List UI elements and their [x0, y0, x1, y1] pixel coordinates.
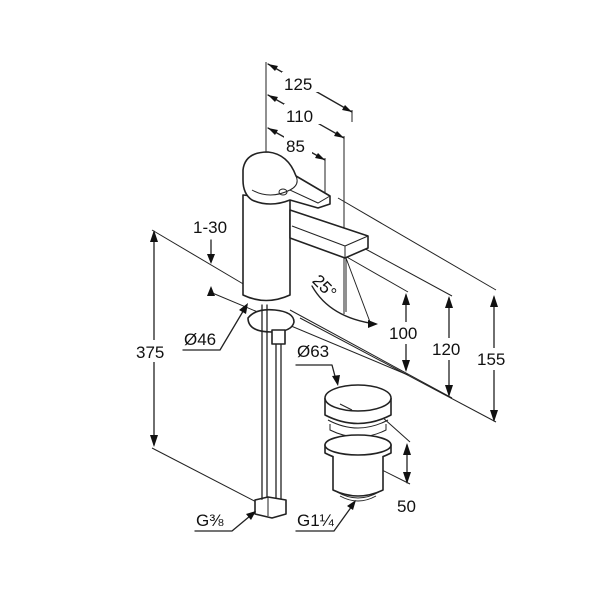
dimension-375: 375	[136, 230, 172, 447]
dim-label-diameter-63: Ø63	[297, 342, 329, 361]
dimension-diameter-63: Ø63	[295, 342, 340, 386]
dim-label-g1-1-4: G1¼	[297, 511, 335, 530]
dimension-155: 155	[476, 295, 512, 422]
waste-valve	[324, 384, 392, 502]
dimension-125: 125	[267, 63, 353, 113]
dim-label-375: 375	[136, 343, 164, 362]
dimension-diameter-46: Ø46	[182, 303, 248, 351]
dimension-thread-g1-1-4: G1¼	[295, 500, 356, 532]
dim-label-120: 120	[432, 340, 460, 359]
faucet	[242, 151, 369, 519]
dim-label-1-30: 1-30	[193, 218, 227, 237]
dimension-50: 50	[397, 443, 416, 516]
dim-label-125: 125	[284, 75, 312, 94]
dim-label-angle-25: 25°	[309, 271, 341, 303]
dim-label-85: 85	[286, 137, 305, 156]
dim-label-g3-8: G⅜	[196, 511, 224, 530]
dim-label-100: 100	[389, 324, 417, 343]
dimension-1-30: 1-30	[193, 218, 227, 296]
dimension-110: 110	[267, 94, 345, 139]
dimension-100: 100	[388, 293, 424, 372]
dim-label-110: 110	[286, 107, 313, 126]
dim-label-155: 155	[477, 350, 505, 369]
dim-label-50: 50	[397, 497, 416, 516]
dimension-85: 85	[267, 127, 326, 161]
dimension-thread-g3-8: G⅜	[194, 511, 256, 532]
dimension-120: 120	[431, 296, 467, 397]
dim-label-diameter-46: Ø46	[184, 330, 216, 349]
